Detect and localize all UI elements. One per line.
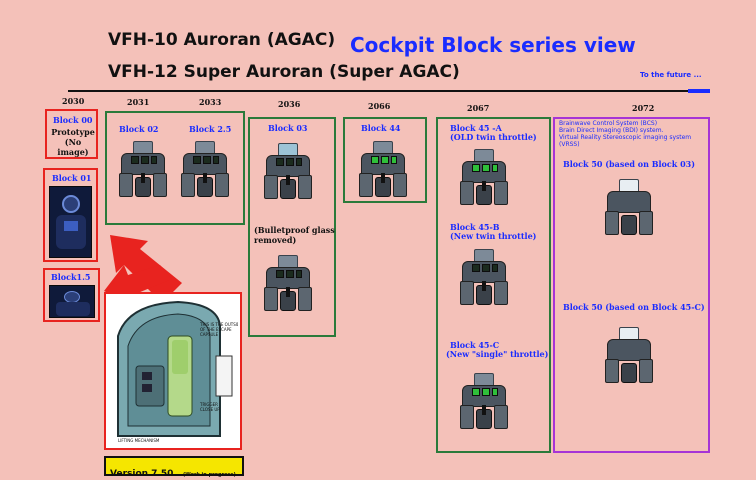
block-50a-cockpit-image [605, 177, 653, 237]
block-03-note: (Bulletproof glass removed) [254, 225, 335, 245]
year-label: 2072 [632, 103, 655, 113]
block-44-box: Block 44 [343, 117, 427, 203]
block-45a-sub: (OLD twin throttle) [450, 132, 537, 142]
block-03-cockpit-image [264, 141, 312, 201]
block-03-group: Block 03 (Bulletproof glass removed) [248, 117, 336, 337]
block-45a-label: Block 45 -A [450, 123, 502, 133]
block-50c-cockpit-image [605, 325, 653, 385]
year-label: 2033 [199, 97, 222, 107]
block-45c-sub: (New "single" throttle) [446, 349, 549, 359]
title-line-2: VFH-12 Super Auroran (Super AGAC) [108, 62, 460, 82]
block-45b-sub: (New twin throttle) [450, 231, 537, 241]
year-label: 2066 [368, 101, 391, 111]
block-01-pilot-image [49, 186, 92, 258]
year-label: 2036 [278, 99, 301, 109]
block-44-cockpit-image [359, 139, 407, 199]
block-50-group: Brainwave Control System (BCS) Brain Dir… [553, 117, 710, 453]
version-badge: Version 7.50 (Work in progress) [104, 456, 244, 479]
future-label: To the future ... [640, 71, 702, 79]
arrow-up-left [110, 235, 182, 303]
svg-text:CLOSE UP: CLOSE UP [200, 407, 220, 412]
year-label: 2031 [127, 97, 150, 107]
block-45b-label: Block 45-B [450, 222, 500, 232]
block-15-label: Block1.5 [51, 272, 91, 282]
block-03-label: Block 03 [268, 123, 308, 133]
block-00-label: Block 00 [53, 115, 93, 125]
block-03-no-glass-cockpit-image [264, 253, 312, 313]
block-45-group: Block 45 -A (OLD twin throttle) Block 45… [436, 117, 551, 453]
main-title: Cockpit Block series view [350, 33, 636, 57]
block-00-box: Block 00 Prototype (No image) [45, 109, 98, 159]
block-15-pilot-image [49, 285, 95, 318]
future-tech-notes: Brainwave Control System (BCS) Brain Dir… [559, 120, 692, 148]
block-01-label: Block 01 [52, 173, 92, 183]
block-02-25-group: Block 02 Block 2.5 [105, 111, 245, 225]
block-45b-cockpit-image [460, 247, 508, 307]
block-44-label: Block 44 [361, 123, 401, 133]
cockpit-cutaway-box: THIS IS THE OUTSIDE OF THE ESCAPE CAPSUL… [104, 292, 242, 450]
svg-text:TRIGGER: TRIGGER [199, 402, 218, 407]
block-02-label: Block 02 [119, 124, 159, 134]
block-15-box: Block1.5 [43, 268, 100, 322]
year-label: 2030 [62, 96, 85, 106]
block-00-note: Prototype (No image) [51, 127, 95, 157]
block-45c-label: Block 45-C [450, 340, 500, 350]
block-02-cockpit-image [119, 139, 167, 199]
timeline-line [68, 90, 708, 92]
svg-text:CAPSULE: CAPSULE [200, 332, 219, 337]
block-45a-cockpit-image [460, 147, 508, 207]
svg-text:THIS IS THE OUTSIDE: THIS IS THE OUTSIDE [199, 322, 238, 327]
block-25-cockpit-image [181, 139, 229, 199]
block-50a-label: Block 50 (based on Block 03) [563, 159, 695, 169]
version-label: Version 7.50 [110, 469, 174, 479]
svg-text:LIFTING MECHANISM: LIFTING MECHANISM [118, 438, 160, 443]
timeline-future-segment [688, 89, 710, 93]
svg-text:OF THE ESCAPE: OF THE ESCAPE [200, 327, 232, 332]
block-25-label: Block 2.5 [189, 124, 232, 134]
block-45c-cockpit-image [460, 371, 508, 431]
year-label: 2067 [467, 103, 490, 113]
title-line-1: VFH-10 Auroran (AGAC) [108, 30, 336, 50]
block-50c-label: Block 50 (based on Block 45-C) [563, 302, 705, 312]
block-01-box: Block 01 [43, 168, 98, 262]
version-status: (Work in progress) [182, 472, 236, 478]
cockpit-cutaway-illustration: THIS IS THE OUTSIDE OF THE ESCAPE CAPSUL… [117, 300, 238, 443]
